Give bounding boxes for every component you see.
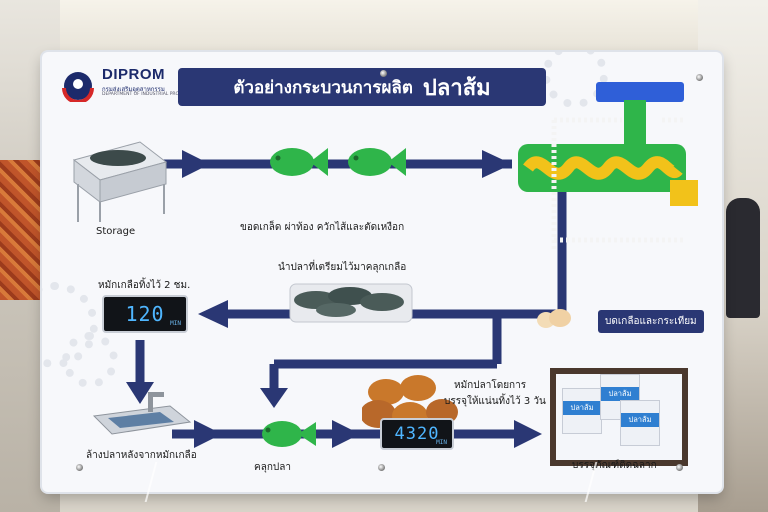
diprom-emblem-icon xyxy=(62,72,94,102)
background-ceiling xyxy=(0,0,768,60)
screw-icon xyxy=(378,464,385,471)
screw-icon xyxy=(676,464,683,471)
package-pack: ปลาส้ม xyxy=(562,388,602,434)
title-main: ปลาส้ม xyxy=(422,75,491,101)
background-person xyxy=(726,198,760,318)
salted-fish-tray-icon xyxy=(289,283,413,323)
label-ferment-line2: บรรจุให้แน่นทิ้งไว้ 3 วัน xyxy=(444,396,546,407)
label-pack: บรรจุภัณฑ์ติดฉลาก xyxy=(572,460,657,471)
acrylic-stand xyxy=(144,462,198,502)
logo-subtitle-english: DEPARTMENT OF INDUSTRIAL PROMOTION xyxy=(102,92,198,97)
package-label: ปลาส้ม xyxy=(563,401,601,415)
label-storage: Storage xyxy=(96,226,136,237)
screw-icon xyxy=(76,464,83,471)
fish-icon xyxy=(348,148,406,176)
garlic-icon xyxy=(537,309,571,328)
label-grind: บดเกลือและกระเทียม xyxy=(598,310,704,333)
acrylic-stand xyxy=(584,462,638,502)
fish-icon xyxy=(262,421,316,447)
logo-name: DIPROM xyxy=(102,66,165,83)
fish-icon xyxy=(270,148,328,176)
package-label: ปลาส้ม xyxy=(601,387,639,401)
label-prep-salt: นำปลาที่เตรียมไว้มาคลุกเกลือ xyxy=(278,262,407,273)
screw-icon xyxy=(696,74,703,81)
timer-display-2: 4320 MIN xyxy=(380,418,454,450)
package-pack: ปลาส้ม xyxy=(620,400,660,446)
label-ferment-line1: หมักปลาโดยการ xyxy=(454,380,527,391)
screw-icon xyxy=(380,70,387,77)
diprom-logo: DIPROM กรมส่งเสริมอุตสาหกรรม DEPARTMENT … xyxy=(58,64,208,104)
label-scale-gut: ขอดเกล็ด ผ่าท้อง ควักไส้และตัดเหงือก xyxy=(240,222,405,233)
gear-icon xyxy=(62,332,118,388)
label-salt-hours: หมักเกลือทิ้งไว้ 2 ชม. xyxy=(98,280,191,291)
process-board: DIPROM กรมส่งเสริมอุตสาหกรรม DEPARTMENT … xyxy=(42,52,722,492)
sink-icon xyxy=(92,392,192,435)
timer-2-value: 4320 xyxy=(394,424,440,444)
storage-crate-icon xyxy=(72,141,168,222)
title-prefix: ตัวอย่างกระบวนการผลิต xyxy=(233,77,413,98)
logo-subtitle-thai: กรมส่งเสริมอุตสาหกรรม xyxy=(102,86,165,93)
page-title: ตัวอย่างกระบวนการผลิต ปลาส้ม xyxy=(178,68,546,106)
grinder-machine-icon xyxy=(518,82,698,250)
timer-display-1: 120 MIN xyxy=(102,295,188,333)
timer-2-unit: MIN xyxy=(436,439,447,446)
timer-1-unit: MIN xyxy=(170,320,181,327)
timer-1-value: 120 xyxy=(125,302,165,326)
package-label: ปลาส้ม xyxy=(621,413,659,427)
label-wash: ล้างปลาหลังจากหมักเกลือ xyxy=(86,450,197,461)
label-mix: คลุกปลา xyxy=(254,462,291,473)
packaging-box: ปลาส้ม ปลาส้ม ปลาส้ม xyxy=(550,368,688,466)
gear-icon xyxy=(542,52,608,108)
